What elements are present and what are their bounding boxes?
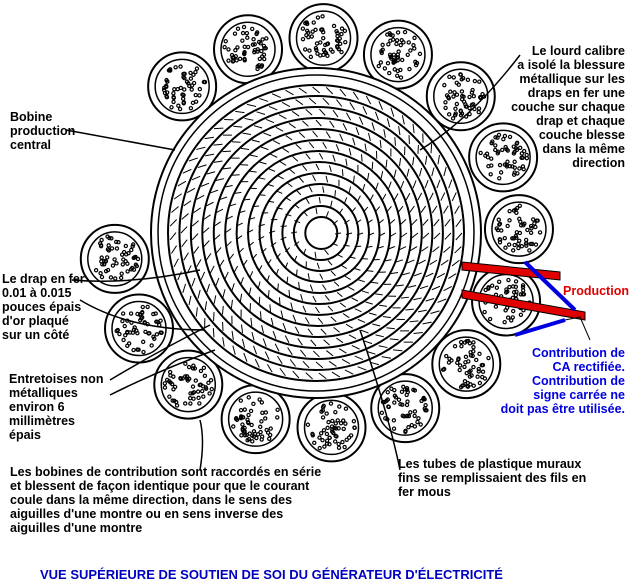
label-tubes-plastique: Les tubes de plastique muraux fins se re… [398, 457, 587, 499]
iron-sheet-layer [258, 172, 381, 294]
iron-sheet-layer [189, 106, 444, 360]
label-bobine-central: Bobine production central [10, 110, 76, 152]
contribution-coil [104, 293, 175, 364]
iron-sheet-layer [201, 117, 434, 349]
central-production-coil [150, 67, 482, 399]
contribution-coil [431, 329, 502, 400]
contribution-coil [213, 14, 284, 85]
iron-sheet-layer [167, 84, 465, 382]
contribution-coil [220, 384, 291, 455]
iron-sheet-layer [212, 128, 423, 338]
production-wires [461, 261, 586, 321]
diagram-title: VUE SUPÉRIEURE DE SOUTIEN DE SOI DU GÉNÉ… [40, 567, 503, 582]
label-production: Production [563, 284, 629, 298]
iron-sheet-layer [269, 183, 370, 283]
leader-lines [65, 54, 521, 471]
label-entretoises: Entretoises non métalliques environ 6 mi… [9, 372, 104, 442]
label-lourd-calibre: Le lourd calibre a isolé la blessure mét… [511, 44, 625, 170]
contribution-wires [514, 260, 591, 341]
contribution-coil [425, 61, 496, 132]
label-bobines-contribution: Les bobines de contribution sont raccord… [10, 465, 322, 535]
label-drap-fer: Le drap en fer 0.01 à 0.015 pouces épais… [2, 272, 85, 342]
iron-sheet-layer [178, 95, 455, 371]
contribution-coil [147, 51, 218, 122]
label-contribution-ca: Contribution de CA rectifiée. Contributi… [500, 346, 625, 416]
contribution-coil [362, 19, 433, 90]
contribution-coil [370, 373, 441, 444]
contribution-coil [483, 194, 554, 265]
contribution-coil [79, 223, 150, 294]
contribution-coil [468, 122, 539, 193]
iron-sheet-layer [304, 216, 339, 250]
iron-sheet-layer [235, 150, 402, 316]
contribution-coil [288, 3, 359, 74]
iron-sheet-layer [281, 194, 360, 272]
contribution-coils [79, 3, 554, 463]
contribution-coil [296, 392, 367, 463]
